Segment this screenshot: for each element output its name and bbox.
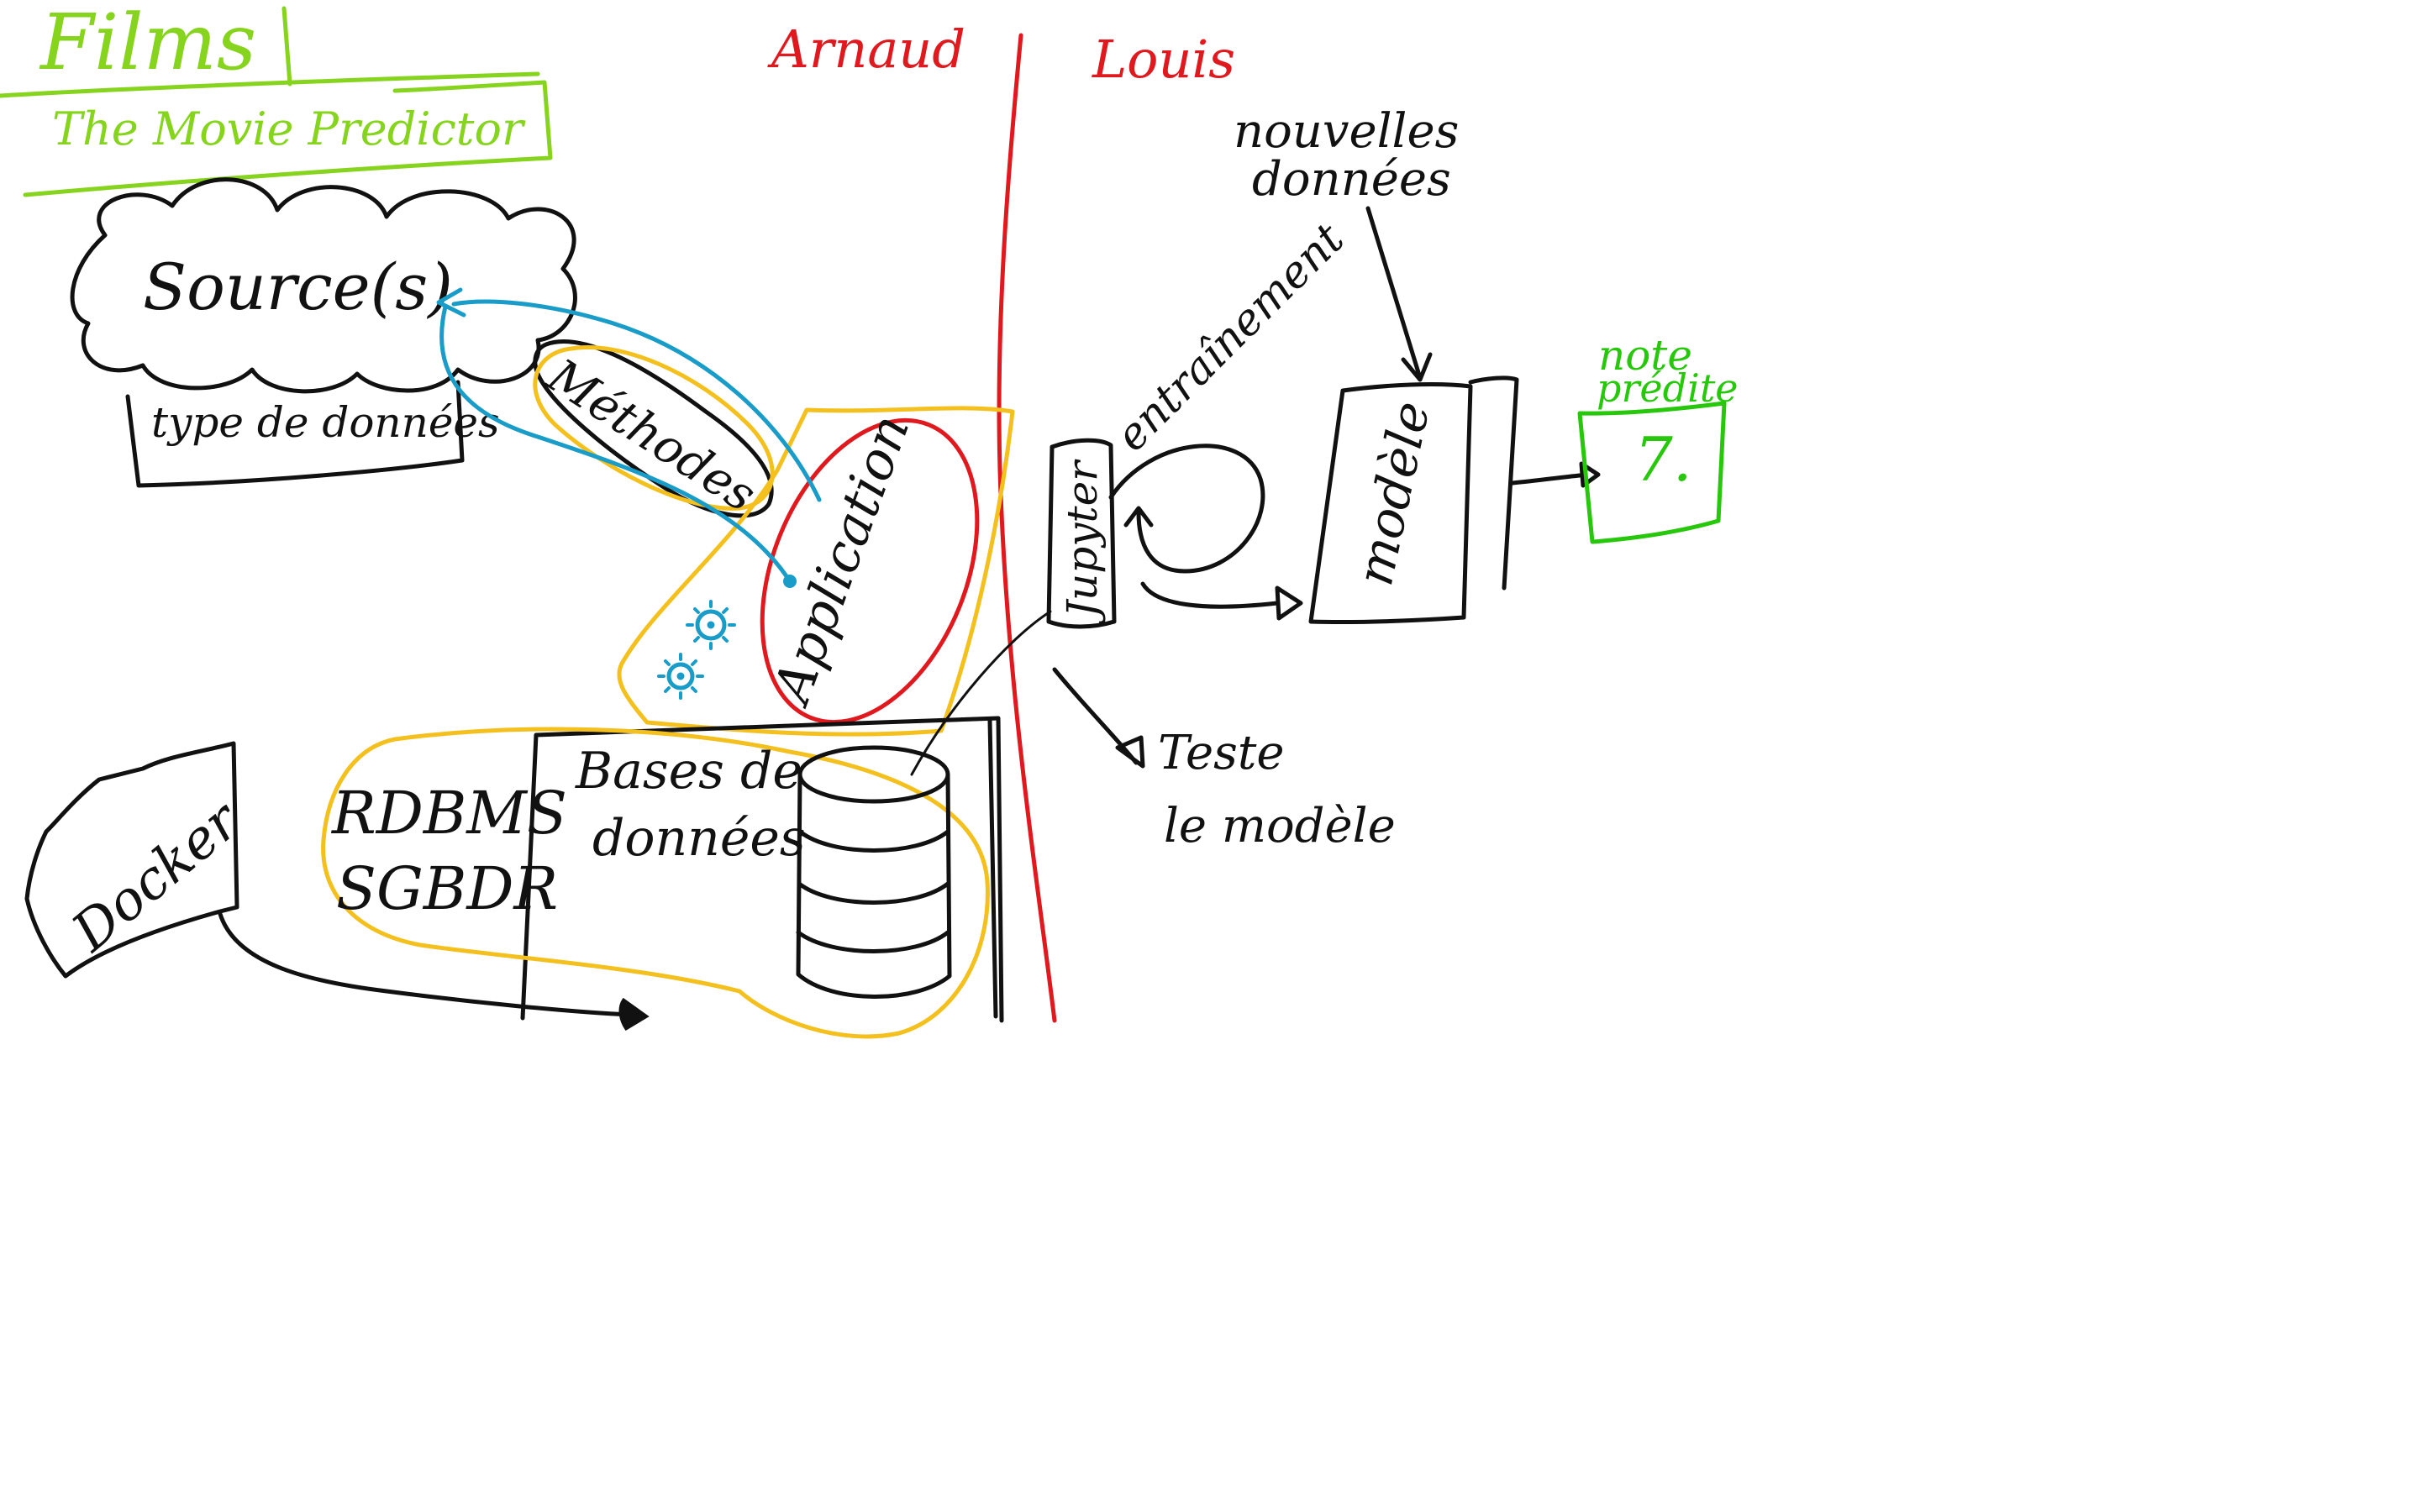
arrow-docker-to-database xyxy=(218,911,633,1017)
training-loop xyxy=(1108,444,1265,574)
column-label-arnaud: Arnaud xyxy=(767,18,965,80)
header-subtitle: The Movie Predictor xyxy=(52,102,526,155)
database-cylinder-icon xyxy=(796,745,952,999)
column-divider xyxy=(997,33,1057,1023)
sources-node: Source(s) type de données xyxy=(70,177,577,488)
predicted-label-line1: note xyxy=(1598,331,1692,380)
test-label-line1: Teste xyxy=(1158,726,1285,780)
header: Films The Movie Predictor xyxy=(0,0,553,197)
sources-label: Source(s) xyxy=(143,249,453,324)
header-title: Films xyxy=(39,0,256,87)
arrow-test-head xyxy=(1115,735,1145,769)
jupyter-box xyxy=(1046,438,1117,629)
arrow-model-to-prediction xyxy=(1510,473,1582,486)
arrow-database-to-jupyter xyxy=(910,610,1052,776)
arrow-application-to-sources xyxy=(451,299,822,502)
model-label: modèle xyxy=(1345,396,1442,591)
test-label-line2: le modèle xyxy=(1164,799,1396,853)
rdbms-label: RDBMS xyxy=(330,779,567,848)
arrow-docker-head xyxy=(618,997,650,1032)
model-box xyxy=(1308,375,1519,625)
arrow-prediction-head xyxy=(1579,461,1601,488)
arrow-new-data-to-model xyxy=(1365,206,1423,381)
predicted-value: 7. xyxy=(1634,424,1692,495)
arrow-application-to-sources-2 xyxy=(439,304,792,584)
header-title-frame xyxy=(0,6,540,98)
prediction-node: note prédite 7. xyxy=(1577,331,1739,544)
new-data-label-line2: données xyxy=(1252,152,1451,207)
arrow-new-data-head xyxy=(1401,352,1433,382)
training-loop-head xyxy=(1123,506,1154,528)
jupyter-node: Jupyter Teste le modèle xyxy=(910,438,1396,853)
arrow-jupyter-to-model xyxy=(1140,581,1280,609)
methods-node: Méthodes xyxy=(533,339,775,523)
database-node: RDBMS SGBDR Bases de données xyxy=(321,716,1004,1039)
gears-icon xyxy=(657,600,736,700)
data-types-label: type de données xyxy=(151,398,500,447)
docker-box xyxy=(24,741,239,979)
application-yellow-region xyxy=(617,406,1015,737)
arrow-jupyter-to-test xyxy=(1052,667,1139,765)
docker-label: Docker xyxy=(60,789,253,964)
arrow-model-head xyxy=(1275,585,1303,621)
methods-highlight xyxy=(533,345,775,511)
data-types-box xyxy=(125,380,465,488)
rdbms-highlight xyxy=(321,727,990,1039)
new-data-node: nouvelles données xyxy=(1234,104,1459,382)
jupyter-label: Jupyter xyxy=(1058,459,1107,625)
databases-label-line1: Bases de xyxy=(575,742,802,801)
model-node: modèle xyxy=(1308,375,1601,625)
new-data-label-line1: nouvelles xyxy=(1234,104,1459,159)
arrow-sources-head xyxy=(436,287,466,318)
prediction-box xyxy=(1577,401,1727,544)
arrow-application-origin xyxy=(783,575,797,588)
application-ellipse xyxy=(760,417,980,725)
sources-cloud xyxy=(70,177,577,394)
column-label-louis: Louis xyxy=(1092,29,1235,90)
sgbdr-label: SGBDR xyxy=(336,854,558,923)
header-subtitle-frame xyxy=(23,80,553,197)
training-node: entraînement xyxy=(1107,214,1355,621)
training-label: entraînement xyxy=(1107,214,1355,462)
databases-label-line2: données xyxy=(592,809,806,868)
database-frame-left xyxy=(987,718,998,1019)
